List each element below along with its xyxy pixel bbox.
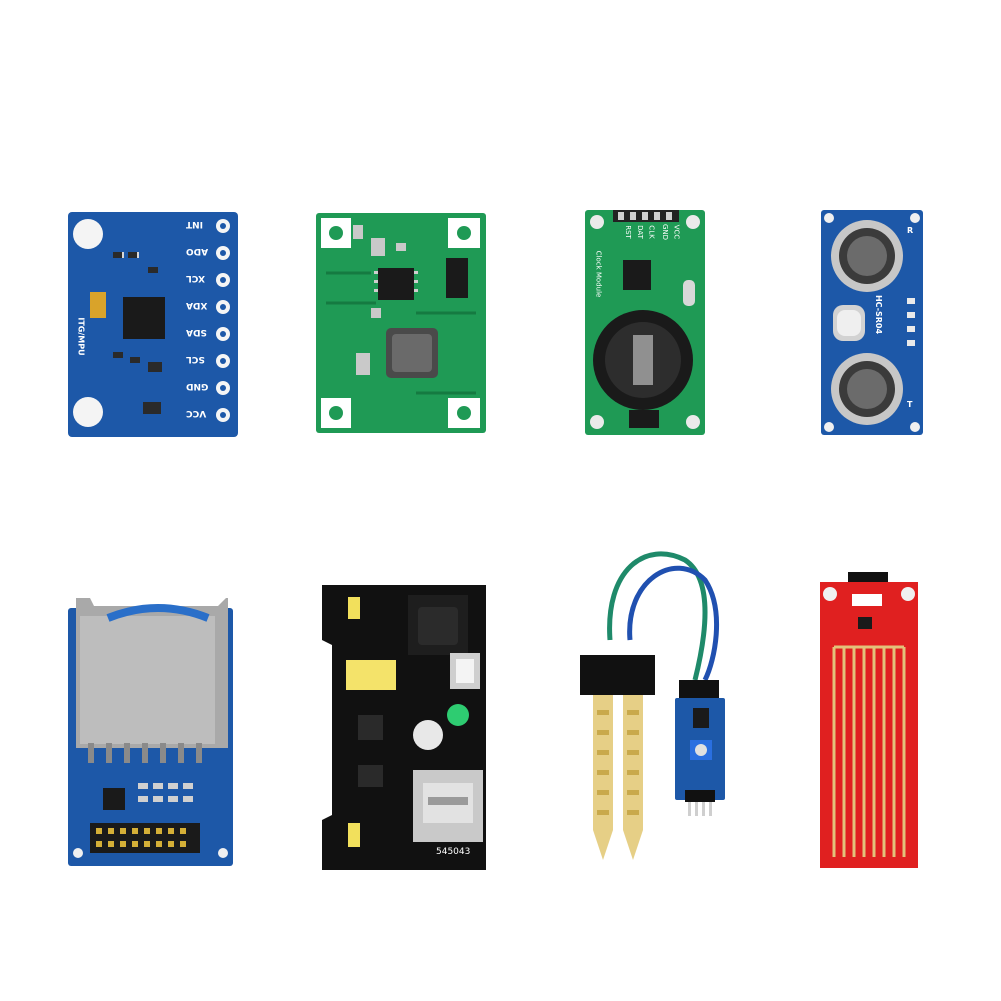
ultrasonic-sensor-module: HC-SR04 T R <box>821 210 923 435</box>
gyro-pin-labels: INT ADO XCL XDA SDA SCL GND VCC <box>186 219 210 429</box>
pin-label: VCC <box>186 408 207 418</box>
pin-label: SDA <box>186 327 207 337</box>
pin-label: ADO <box>186 246 209 256</box>
gyro-silk-label: ITG/MPU <box>76 317 86 356</box>
pin-label: GND <box>186 381 209 391</box>
pin-label: RST <box>623 225 632 239</box>
breadboard-power-module: 545043 <box>318 585 490 870</box>
pin-label: XCL <box>186 273 205 283</box>
rtc-silk-label: Clock Module <box>594 250 603 298</box>
pin-label: SCL <box>186 354 205 364</box>
soil-moisture-sensor <box>575 540 735 870</box>
breadboard-power-label: 545043 <box>436 847 471 857</box>
pin-label: GND <box>661 223 670 241</box>
pin-label: T <box>907 400 913 409</box>
sd-card-module <box>68 598 233 866</box>
pin-label: XDA <box>186 300 208 310</box>
buck-converter-module <box>316 213 486 433</box>
water-level-sensor <box>818 552 920 868</box>
pin-label: R <box>907 226 914 235</box>
rtc-pin-labels: VCC GND CLK DAT RST <box>613 224 683 258</box>
pin-label: INT <box>186 219 204 229</box>
ultrasonic-model-label: HC-SR04 <box>874 294 884 335</box>
gyro-accelerometer-module: INT ADO XCL XDA SDA SCL GND VCC ITG/MPU <box>68 212 238 437</box>
pin-label: DAT <box>635 225 644 239</box>
pin-label: VCC <box>672 224 681 240</box>
pin-label: CLK <box>647 225 656 239</box>
rtc-clock-module: VCC GND CLK DAT RST Clock Module <box>585 210 705 435</box>
